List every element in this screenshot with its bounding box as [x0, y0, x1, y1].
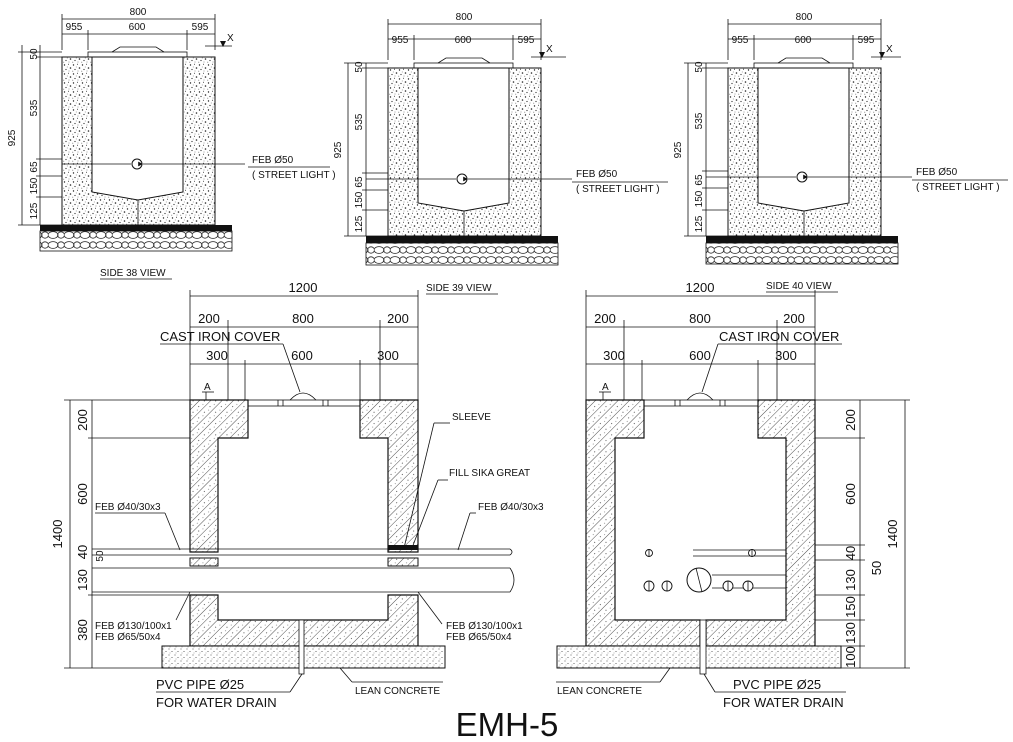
dim-mid: 600 — [843, 483, 858, 505]
pipe-label: FEB Ø50 — [916, 167, 958, 178]
dim-opening: 600 — [291, 348, 313, 363]
pipe-note: ( STREET LIGHT ) — [252, 170, 336, 181]
pipe-lower-right-2: FEB Ø65/50x4 — [446, 632, 512, 643]
dim-top: 200 — [75, 409, 90, 431]
dim-row1: 40 — [843, 546, 858, 560]
dim-total: 925 — [7, 129, 18, 146]
dim-upper: 535 — [354, 113, 365, 130]
dim-pipe: 65 — [354, 176, 365, 188]
pipe-upper-right-label: FEB Ø40/30x3 — [478, 502, 544, 513]
dim-total: 925 — [333, 141, 344, 158]
dim-center: 600 — [795, 35, 812, 46]
pipe-lower-left-1: FEB Ø130/100x1 — [95, 621, 172, 632]
dim-overall: 1200 — [686, 280, 715, 295]
dim-overall-width: 800 — [456, 12, 473, 23]
pipe-upper-left-label: FEB Ø40/30x3 — [95, 502, 161, 513]
dim-wall-right: 200 — [783, 311, 805, 326]
level-mark: X — [886, 44, 893, 55]
dim-wall-right: 200 — [387, 311, 409, 326]
dim-overall-width: 800 — [130, 7, 147, 18]
side-39-view: 800 955 600 595 X FEB Ø50 ( STREET LIGHT… — [333, 12, 668, 295]
pipe-label: FEB Ø50 — [576, 169, 618, 180]
dim-base: 125 — [694, 215, 705, 232]
dim-row2: 130 — [75, 569, 90, 591]
dim-opening: 600 — [689, 348, 711, 363]
dim-overall-width: 800 — [796, 12, 813, 23]
dim-right: 595 — [518, 35, 535, 46]
dim-lower: 150 — [29, 177, 40, 194]
dim-cover: 50 — [354, 61, 365, 73]
dim-upper: 535 — [694, 112, 705, 129]
dim-lower: 150 — [694, 190, 705, 207]
drawing-title: EMH-5 — [456, 706, 559, 742]
cover-label: CAST IRON COVER — [160, 329, 280, 344]
dim-lower: 150 — [354, 191, 365, 208]
dim-row3: 150 — [843, 596, 858, 618]
dim-slab-left: 300 — [206, 348, 228, 363]
section-mark: A — [204, 382, 211, 393]
dim-inner: 800 — [689, 311, 711, 326]
level-mark: X — [546, 44, 553, 55]
dim-wall-left: 200 — [198, 311, 220, 326]
dim-mid: 600 — [75, 483, 90, 505]
dim-pipe: 65 — [694, 174, 705, 186]
pipe-label: FEB Ø50 — [252, 155, 294, 166]
view-caption: SIDE 38 VIEW — [100, 268, 166, 279]
dim-top: 200 — [843, 409, 858, 431]
dim-pipe: 65 — [29, 161, 40, 173]
dim-slab-right: 300 — [775, 348, 797, 363]
dim-left: 955 — [66, 22, 83, 33]
dim-bottom: 100 — [843, 646, 858, 668]
dim-total: 1400 — [885, 520, 900, 549]
drain-label-2: FOR WATER DRAIN — [156, 695, 277, 710]
dim-overall: 1200 — [289, 280, 318, 295]
view-caption: SIDE 39 VIEW — [426, 283, 492, 294]
drain-label-1: PVC PIPE Ø25 — [156, 677, 244, 692]
dim-bottom: 380 — [75, 619, 90, 641]
dim-upper: 535 — [29, 99, 40, 116]
section-mark: A — [602, 382, 609, 393]
dim-row1b: 50 — [95, 550, 106, 562]
drain-label-2: FOR WATER DRAIN — [723, 695, 844, 710]
dim-center: 600 — [129, 22, 146, 33]
dim-right: 595 — [858, 35, 875, 46]
side-38-view: 800 955 600 595 X FEB Ø50 ( STREET LIGHT… — [7, 7, 336, 280]
dim-wall-left: 200 — [594, 311, 616, 326]
concrete-label: LEAN CONCRETE — [557, 686, 642, 697]
dim-right: 595 — [192, 22, 209, 33]
dim-total: 1400 — [50, 520, 65, 549]
dim-inner: 800 — [292, 311, 314, 326]
side-40-view: 800 955 600 595 X FEB Ø50 ( STREET LIGHT… — [673, 12, 1008, 293]
dim-row4: 130 — [843, 622, 858, 644]
dim-cover: 50 — [29, 48, 40, 60]
view-caption: SIDE 40 VIEW — [766, 281, 832, 292]
dim-center: 600 — [455, 35, 472, 46]
level-mark: X — [227, 33, 234, 44]
fill-label: FILL SIKA GREAT — [449, 468, 530, 479]
dim-left: 955 — [732, 35, 749, 46]
cover-label: CAST IRON COVER — [719, 329, 839, 344]
pipe-lower-left-2: FEB Ø65/50x4 — [95, 632, 161, 643]
dim-row1b: 50 — [869, 561, 884, 575]
pipe-lower-right-1: FEB Ø130/100x1 — [446, 621, 523, 632]
dim-row1: 40 — [75, 545, 90, 559]
dim-total: 925 — [673, 141, 684, 158]
drain-label-1: PVC PIPE Ø25 — [733, 677, 821, 692]
sleeve-label: SLEEVE — [452, 412, 491, 423]
dim-cover: 50 — [694, 61, 705, 73]
dim-slab-left: 300 — [603, 348, 625, 363]
dim-left: 955 — [392, 35, 409, 46]
dim-row2: 130 — [843, 569, 858, 591]
dim-base: 125 — [354, 215, 365, 232]
pipe-note: ( STREET LIGHT ) — [576, 184, 660, 195]
pipe-note: ( STREET LIGHT ) — [916, 182, 1000, 193]
dim-base: 125 — [29, 202, 40, 219]
concrete-label: LEAN CONCRETE — [355, 686, 440, 697]
section-right: 1200 200 800 200 300 600 300 CAST IRON C… — [556, 280, 910, 710]
dim-slab-right: 300 — [377, 348, 399, 363]
section-left: 1200 200 800 200 300 600 300 CAST IRON C… — [50, 280, 544, 710]
